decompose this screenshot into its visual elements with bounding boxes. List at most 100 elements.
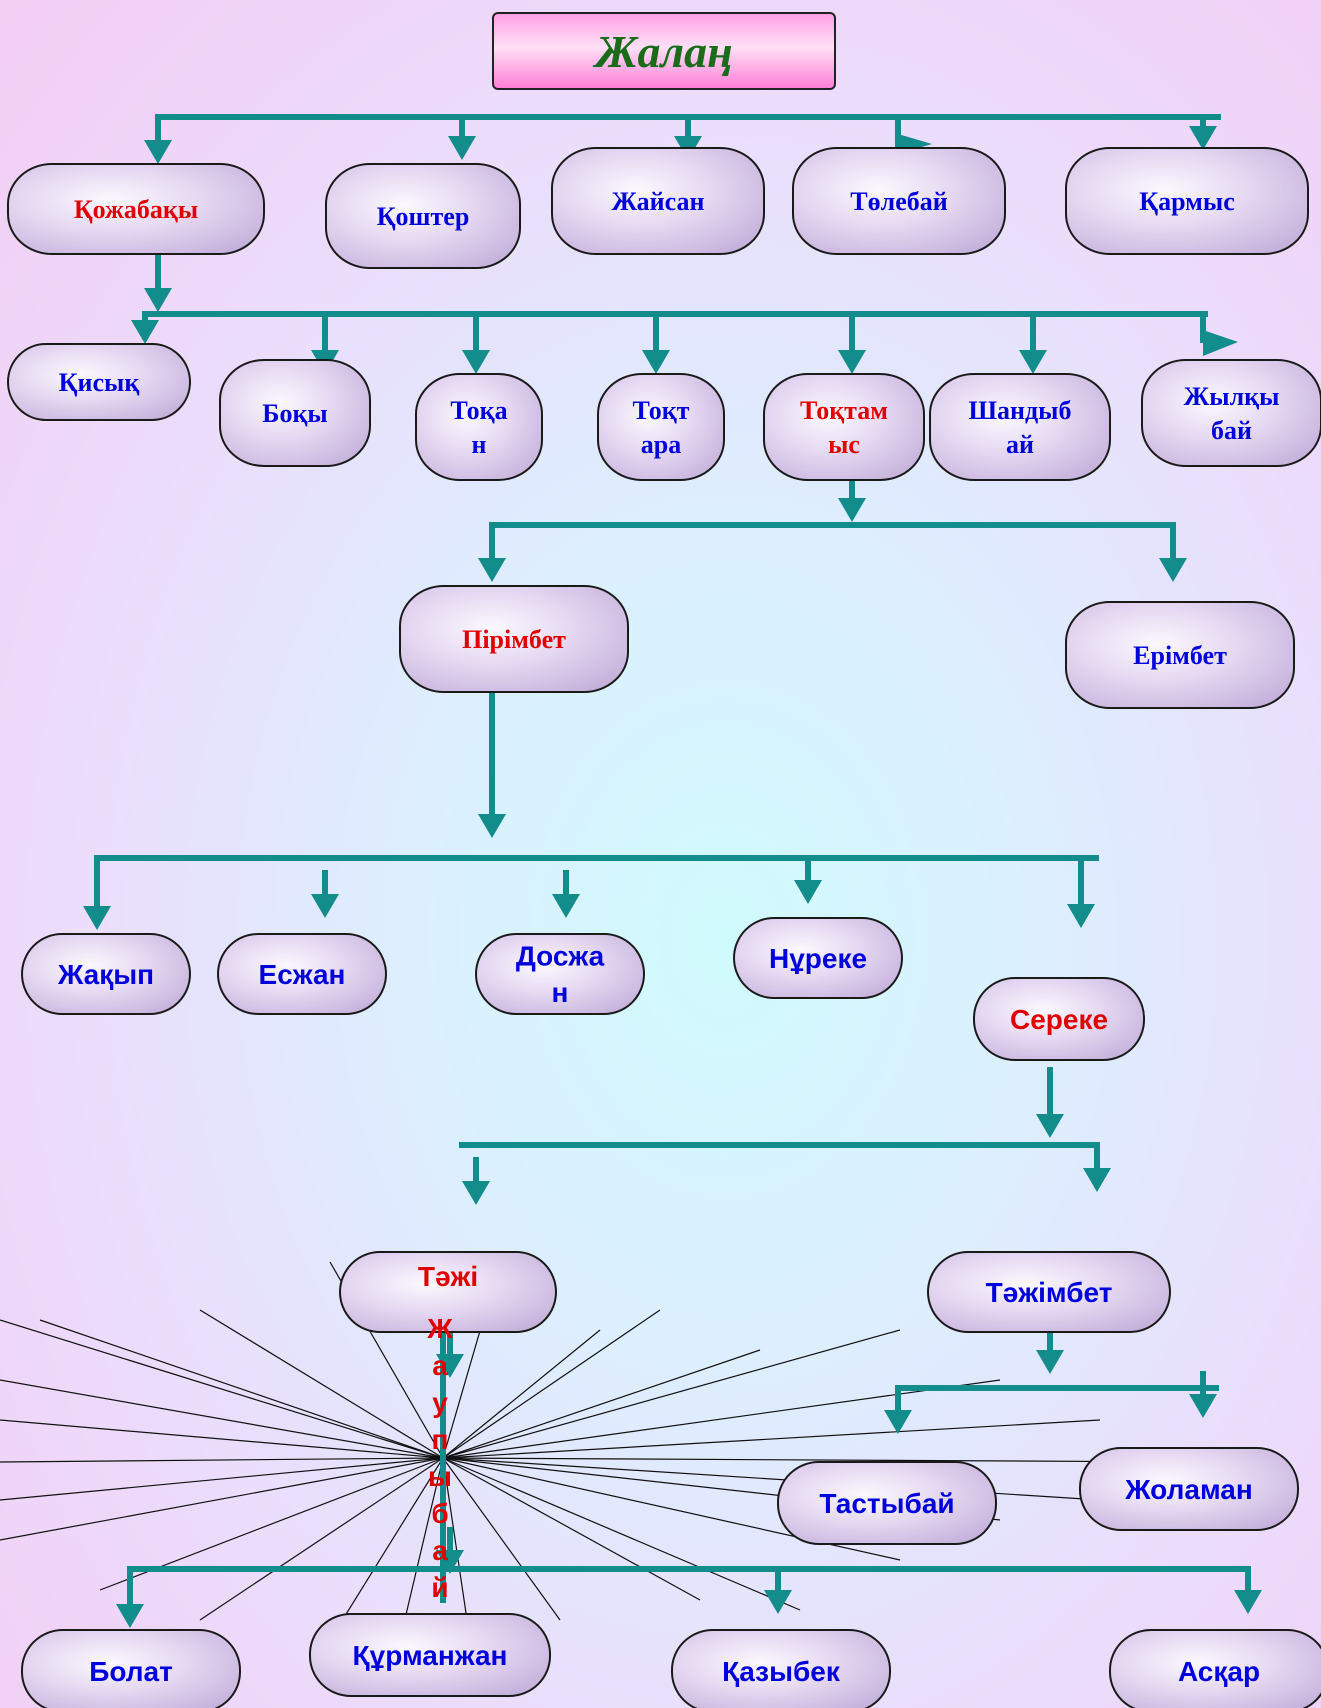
node-label: Қазыбек bbox=[722, 1656, 841, 1687]
arrow-head bbox=[1019, 350, 1047, 374]
node-label: Жақып bbox=[57, 959, 154, 990]
node-label: Сереке bbox=[1010, 1004, 1108, 1035]
node-box bbox=[1079, 1447, 1299, 1531]
node-kazybek: Қазыбек bbox=[671, 1629, 891, 1708]
node-tazhimbet: Тәжімбет bbox=[927, 1251, 1171, 1333]
node-box bbox=[7, 343, 191, 421]
node-box bbox=[219, 359, 371, 467]
node-box bbox=[551, 147, 765, 255]
arrow-head bbox=[478, 558, 506, 582]
node-box bbox=[339, 1251, 557, 1333]
node-box bbox=[7, 163, 265, 255]
node-tastybai: Тастыбай bbox=[777, 1461, 997, 1545]
node-label: Асқар bbox=[1178, 1656, 1260, 1687]
node-box bbox=[597, 373, 725, 481]
node-label: Қоштер bbox=[377, 202, 470, 231]
burst-ray bbox=[442, 1329, 601, 1459]
node-box bbox=[399, 585, 629, 693]
node-zholaman: Жоламан bbox=[1079, 1447, 1299, 1531]
burst-ray bbox=[442, 1457, 801, 1611]
node-box bbox=[309, 1613, 551, 1697]
node-label: Жайсан bbox=[612, 187, 705, 216]
node-label: Жоламан bbox=[1124, 1474, 1253, 1505]
node-koshter: Қоштер bbox=[325, 163, 521, 269]
arrow-head bbox=[1203, 330, 1238, 356]
burst-ray bbox=[0, 1457, 444, 1463]
node-box bbox=[929, 373, 1111, 481]
arrow-head bbox=[131, 320, 159, 344]
node-label: Тәжімбет bbox=[986, 1277, 1113, 1308]
burst-ray bbox=[199, 1457, 444, 1621]
burst-ray bbox=[0, 1419, 444, 1459]
node-box bbox=[21, 933, 191, 1015]
node-sereke: Сереке bbox=[973, 977, 1145, 1061]
node-box bbox=[325, 163, 521, 269]
burst-ray bbox=[199, 1309, 444, 1459]
node-label: Төлебай bbox=[850, 187, 947, 216]
node-box bbox=[792, 147, 1006, 255]
arrow-head bbox=[552, 894, 580, 918]
arrow-head bbox=[311, 894, 339, 918]
node-label: Құрманжан bbox=[353, 1640, 508, 1671]
arrow-head bbox=[462, 350, 490, 374]
arrow-head bbox=[83, 906, 111, 930]
node-kozhabaky: Қожабақы bbox=[7, 163, 265, 255]
vertical-letter: а bbox=[432, 1350, 448, 1381]
node-erimbet: Ерімбет bbox=[1065, 601, 1295, 709]
node-label: Қожабақы bbox=[74, 195, 198, 224]
vertical-letter: б bbox=[431, 1498, 448, 1529]
arrow-head bbox=[642, 350, 670, 374]
node-label: Нұреке bbox=[769, 943, 867, 974]
node-label: Қисық bbox=[59, 368, 140, 397]
burst-ray bbox=[442, 1379, 1001, 1459]
burst-ray bbox=[442, 1329, 901, 1459]
arrow-head bbox=[1036, 1350, 1064, 1374]
arrow-head bbox=[1189, 1394, 1217, 1418]
node-box bbox=[1065, 601, 1295, 709]
node-zhaisan: Жайсан bbox=[551, 147, 765, 255]
node-label: Тастыбай bbox=[819, 1488, 954, 1519]
burst-ray bbox=[0, 1457, 444, 1541]
arrow-head bbox=[1036, 1114, 1064, 1138]
nodes-layer: Қожабақы Қоштер Жайсан Төлебай ҚармысҚисықБо… bbox=[7, 147, 1321, 1708]
title-text: Жалаң bbox=[595, 25, 733, 77]
vertical-letter: Ж bbox=[426, 1313, 453, 1344]
burst-ray bbox=[0, 1457, 444, 1501]
arrow-head bbox=[838, 498, 866, 522]
node-bolat: Болат bbox=[21, 1629, 241, 1708]
node-box bbox=[475, 933, 645, 1015]
node-zhakyp: Жақып bbox=[21, 933, 191, 1015]
vertical-letter: й bbox=[431, 1572, 448, 1603]
starburst-lines bbox=[0, 1261, 1201, 1641]
node-label: Қармыс bbox=[1139, 187, 1234, 216]
node-box bbox=[1109, 1629, 1321, 1708]
arrow-head bbox=[1234, 1590, 1262, 1614]
arrow-head bbox=[1189, 126, 1217, 150]
node-kurmanzhan: Құрманжан bbox=[309, 1613, 551, 1697]
node-box bbox=[1065, 147, 1309, 255]
arrow-head bbox=[1159, 558, 1187, 582]
arrow-head bbox=[794, 880, 822, 904]
node-box bbox=[777, 1461, 997, 1545]
burst-ray bbox=[442, 1309, 661, 1459]
node-eszhan: Есжан bbox=[217, 933, 387, 1015]
node-box bbox=[671, 1629, 891, 1708]
vertical-letter: ы bbox=[428, 1461, 452, 1492]
node-tazhi: Тәжі bbox=[339, 1251, 557, 1333]
arrow-head bbox=[144, 140, 172, 164]
node-box bbox=[927, 1251, 1171, 1333]
burst-ray bbox=[442, 1457, 471, 1641]
